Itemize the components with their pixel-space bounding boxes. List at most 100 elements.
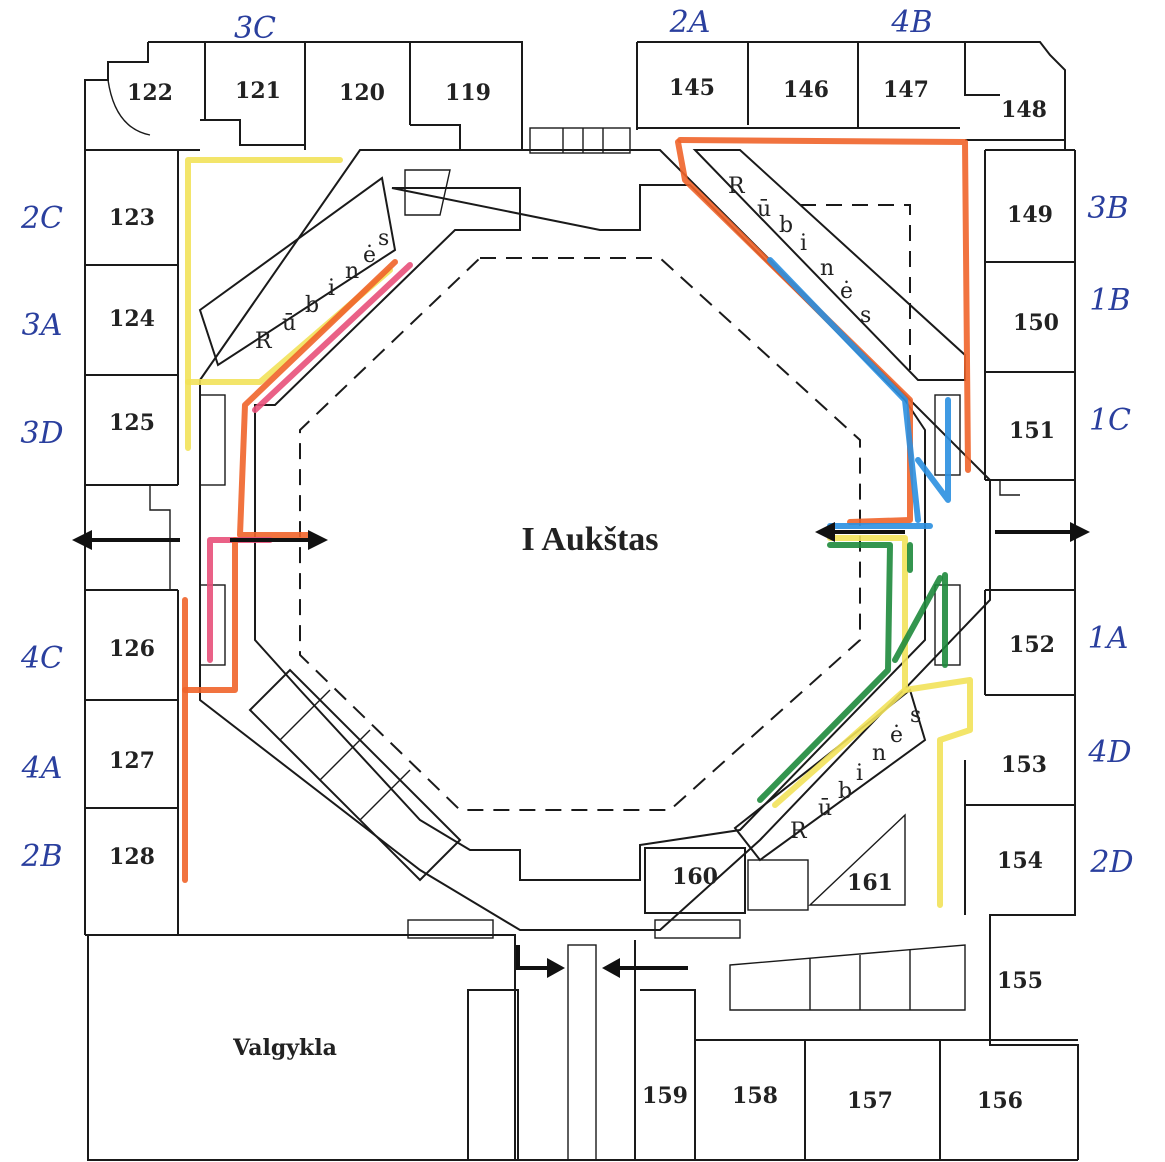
bottom-left-stores bbox=[248, 668, 462, 882]
room-numbers: 122 121 120 119 145 146 147 148 123 124 … bbox=[109, 75, 1059, 1114]
route-green-right bbox=[757, 542, 893, 803]
route-green-right-3 bbox=[892, 575, 943, 663]
right-rooms bbox=[964, 149, 1075, 915]
room-146: 146 bbox=[783, 77, 829, 103]
room-124: 124 bbox=[109, 306, 155, 332]
room-126: 126 bbox=[109, 636, 155, 662]
rubines-letter: n bbox=[820, 256, 834, 281]
route-yellow-right bbox=[827, 535, 973, 908]
room-156: 156 bbox=[977, 1088, 1023, 1114]
top-left-rooms bbox=[85, 42, 522, 151]
class-label: 4A bbox=[21, 751, 63, 786]
bottom-wing bbox=[88, 934, 1078, 1161]
class-label: 2D bbox=[1089, 845, 1133, 880]
exit-arrows bbox=[72, 522, 1090, 978]
rubines-letter: ė bbox=[363, 243, 376, 268]
exit-arrow-south-left-head bbox=[547, 958, 565, 978]
room-148: 148 bbox=[1001, 97, 1047, 123]
class-label: 1C bbox=[1089, 403, 1131, 438]
rubines-letter: R bbox=[790, 819, 808, 844]
rubines-letter: i bbox=[856, 761, 863, 786]
room-151: 151 bbox=[1009, 418, 1055, 444]
floor-title: I Aukštas bbox=[521, 521, 658, 558]
exit-arrow-south-right-head bbox=[602, 958, 620, 978]
room-161: 161 bbox=[847, 870, 893, 896]
cloakroom-label-bottom: R ū b i n ė s bbox=[790, 703, 921, 844]
class-labels: 3C 2A 4B 2C 3A 3D 4C 4A 2B 3B 1B 1C 1A 4… bbox=[20, 5, 1134, 880]
class-label: 2B bbox=[20, 839, 62, 874]
route-orange-right bbox=[677, 137, 971, 473]
class-label: 4B bbox=[890, 5, 932, 40]
room-147: 147 bbox=[883, 77, 929, 103]
route-blue-right bbox=[767, 257, 921, 523]
rubines-letter: s bbox=[910, 703, 921, 728]
top-right-rooms bbox=[637, 42, 1065, 141]
route-pink-left bbox=[252, 262, 413, 413]
class-label: 3B bbox=[1087, 191, 1128, 226]
rubines-letter: ė bbox=[840, 279, 853, 304]
room-152: 152 bbox=[1009, 632, 1055, 658]
route-yellow-right-2 bbox=[772, 687, 908, 808]
room-122: 122 bbox=[127, 80, 173, 106]
room-160: 160 bbox=[672, 864, 718, 890]
class-label: 1A bbox=[1088, 621, 1129, 656]
rubines-letter: b bbox=[305, 293, 319, 318]
rubines-letter: ū bbox=[818, 796, 832, 821]
rubines-letter: n bbox=[345, 259, 359, 284]
rubines-letter: b bbox=[779, 213, 793, 238]
exit-arrow-east-inner-head bbox=[308, 530, 328, 550]
class-label: 4C bbox=[20, 641, 63, 676]
rubines-letter: R bbox=[728, 174, 746, 199]
room-valgykla: Valgykla bbox=[232, 1035, 337, 1061]
room-149: 149 bbox=[1007, 202, 1053, 228]
class-label: 1B bbox=[1089, 283, 1130, 318]
cloakroom-label-left: R ū b i n ė s bbox=[255, 226, 389, 354]
room-120: 120 bbox=[339, 80, 385, 106]
room-150: 150 bbox=[1013, 310, 1059, 336]
class-label: 3D bbox=[20, 416, 63, 451]
cloakroom-left bbox=[198, 169, 451, 367]
route-yellow-left bbox=[185, 157, 343, 451]
room-155: 155 bbox=[997, 968, 1043, 994]
class-label: 3A bbox=[22, 308, 63, 343]
rubines-letter: s bbox=[860, 303, 871, 328]
class-label: 2C bbox=[20, 201, 63, 236]
route-orange-left bbox=[237, 259, 398, 538]
route-blue-right-2 bbox=[915, 397, 951, 503]
rubines-letter: s bbox=[378, 226, 389, 251]
rubines-letter: i bbox=[328, 276, 335, 301]
rubines-letter: ė bbox=[890, 723, 903, 748]
room-121: 121 bbox=[235, 78, 281, 104]
room-159: 159 bbox=[642, 1083, 688, 1109]
room-119: 119 bbox=[445, 80, 491, 106]
exit-arrow-south-left bbox=[516, 945, 555, 970]
rubines-letter: b bbox=[838, 779, 852, 804]
outer-walls bbox=[84, 41, 1079, 1161]
exit-arrow-west-head bbox=[72, 530, 92, 550]
room-125: 125 bbox=[109, 410, 155, 436]
evacuation-routes bbox=[182, 137, 973, 908]
route-orange-right-2 bbox=[675, 139, 913, 525]
exit-arrow-east-head bbox=[1070, 522, 1090, 542]
room-128: 128 bbox=[109, 844, 155, 870]
rubines-letter: i bbox=[800, 231, 807, 256]
rubines-letter: n bbox=[872, 741, 886, 766]
cloakroom-label-right: R ū b i n ė s bbox=[728, 174, 871, 328]
room-153: 153 bbox=[1001, 752, 1047, 778]
class-label: 4D bbox=[1087, 735, 1131, 770]
rubines-letter: ū bbox=[282, 311, 296, 336]
room-154: 154 bbox=[997, 848, 1043, 874]
route-pink-left-2 bbox=[207, 537, 273, 663]
exit-arrow-west-inner-head bbox=[815, 522, 835, 542]
room-123: 123 bbox=[109, 205, 155, 231]
route-orange-left-3 bbox=[182, 537, 238, 693]
room-157: 157 bbox=[847, 1088, 893, 1114]
class-label: 2A bbox=[669, 5, 711, 40]
rubines-letter: R bbox=[255, 329, 273, 354]
room-127: 127 bbox=[109, 748, 155, 774]
left-rooms bbox=[85, 150, 179, 935]
class-label: 3C bbox=[234, 11, 276, 46]
rubines-letter: ū bbox=[757, 197, 771, 222]
